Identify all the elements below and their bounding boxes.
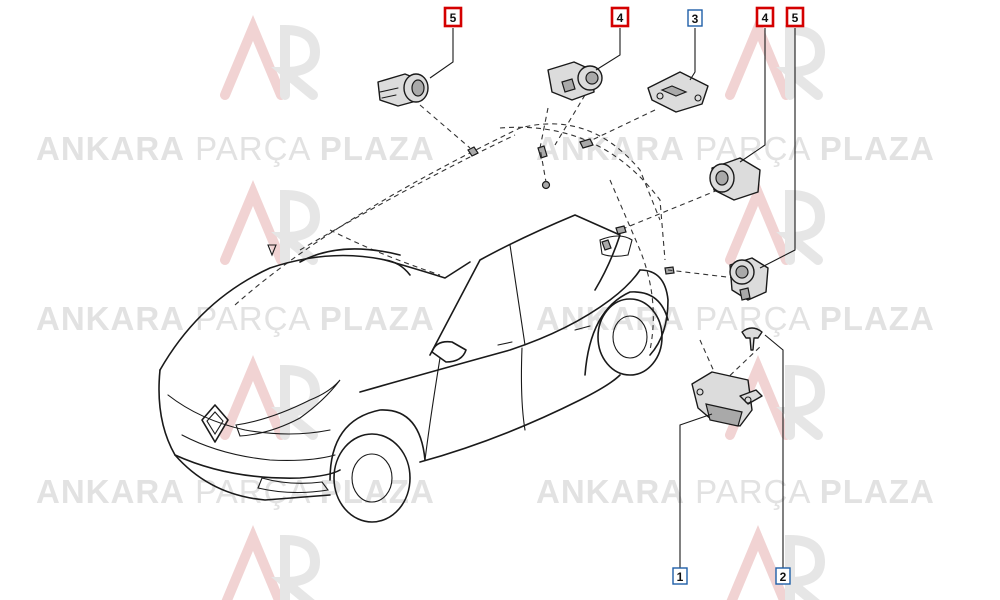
callout-5-right: 5 (785, 6, 805, 28)
b-pillar (509, 244, 526, 346)
roof-rail-hidden-line (299, 134, 516, 251)
callout-label: 4 (762, 11, 769, 25)
callout-label: 3 (692, 12, 699, 26)
rear-lamp (599, 235, 633, 257)
watermark-logo (220, 355, 321, 440)
mount-point-rear-mid (601, 239, 612, 251)
brand-logo (201, 404, 229, 443)
windshield (299, 248, 401, 263)
callout-4-left: 4 (610, 6, 630, 28)
callout-label: 4 (617, 11, 624, 25)
callout-label: 5 (792, 11, 799, 25)
car-outline (158, 123, 669, 523)
callout-label: 2 (780, 570, 787, 584)
a-pillar (384, 259, 471, 279)
watermark-text: ANKARA PARÇA PLAZA (36, 130, 435, 167)
mount-point-rear-upper (615, 225, 627, 235)
headlight-outline (235, 379, 341, 437)
watermark-text: ANKARA PARÇA PLAZA (536, 130, 935, 167)
rear-wheel-arch (584, 291, 669, 376)
watermark-logo (221, 525, 321, 600)
roof-marker (267, 244, 277, 257)
side-mirror (431, 340, 467, 363)
part-sensor-5-right (729, 257, 769, 301)
front-wheel (333, 433, 411, 523)
door-handle-front (497, 341, 513, 346)
callout-label: 1 (677, 570, 684, 584)
grille-upper (167, 394, 331, 435)
side-beltline (359, 269, 641, 393)
watermark-text: ANKARA PARÇA PLAZA (36, 300, 435, 337)
callout-5-left: 5 (443, 6, 463, 28)
watermark-text: ANKARA PARÇA PLAZA (536, 300, 935, 337)
front-wheel-arch (329, 409, 426, 481)
callout-label: 5 (450, 11, 457, 25)
grille-lower (181, 434, 336, 461)
mount-point-bracket (579, 138, 594, 149)
rear-quarter (639, 269, 669, 356)
door-line-front (424, 357, 441, 461)
mount-point-center (537, 145, 548, 159)
callout-2: 2 (775, 567, 791, 585)
watermark-text: ANKARA PARÇA PLAZA (536, 473, 935, 510)
brand-logo-inner (206, 411, 224, 436)
door-line-rear (520, 347, 526, 431)
fog-lamp-line (257, 477, 329, 494)
watermark-text: ANKARA PARÇA PLAZA (36, 473, 435, 510)
part-bracket-3 (647, 71, 709, 113)
rear-wheel (597, 298, 663, 376)
part-sensor-5-left (377, 73, 429, 107)
watermark-logo (725, 180, 826, 265)
side-window-frame (429, 214, 621, 356)
part-sensor-4-right (709, 157, 761, 201)
mount-nut-center (541, 180, 551, 190)
watermark-logo (220, 180, 321, 265)
callout-1: 1 (672, 567, 688, 585)
rocker-panel (419, 374, 621, 463)
roof-rear-hidden-line (499, 126, 666, 261)
watermark-logo (726, 525, 826, 600)
part-clip-2 (741, 327, 763, 351)
rear-wheel-hub (612, 315, 648, 359)
roof-hidden-line (234, 123, 661, 306)
watermark-logo (220, 15, 321, 100)
front-wheel-hub (351, 453, 393, 503)
part-sensor-unit-1 (691, 371, 763, 427)
windshield-hidden-line (329, 229, 441, 276)
part-sensor-4-left (547, 61, 603, 101)
callout-4-right: 4 (755, 6, 775, 28)
door-handle-rear (574, 325, 591, 331)
mount-point-left-top (467, 146, 479, 157)
callout-3: 3 (687, 9, 703, 27)
watermark-texts: ANKARA PARÇA PLAZA ANKARA PARÇA PLAZA AN… (36, 130, 935, 510)
rear-body-hidden-line (609, 179, 654, 351)
callout-leaders (429, 28, 796, 568)
watermark-logo (725, 15, 826, 100)
